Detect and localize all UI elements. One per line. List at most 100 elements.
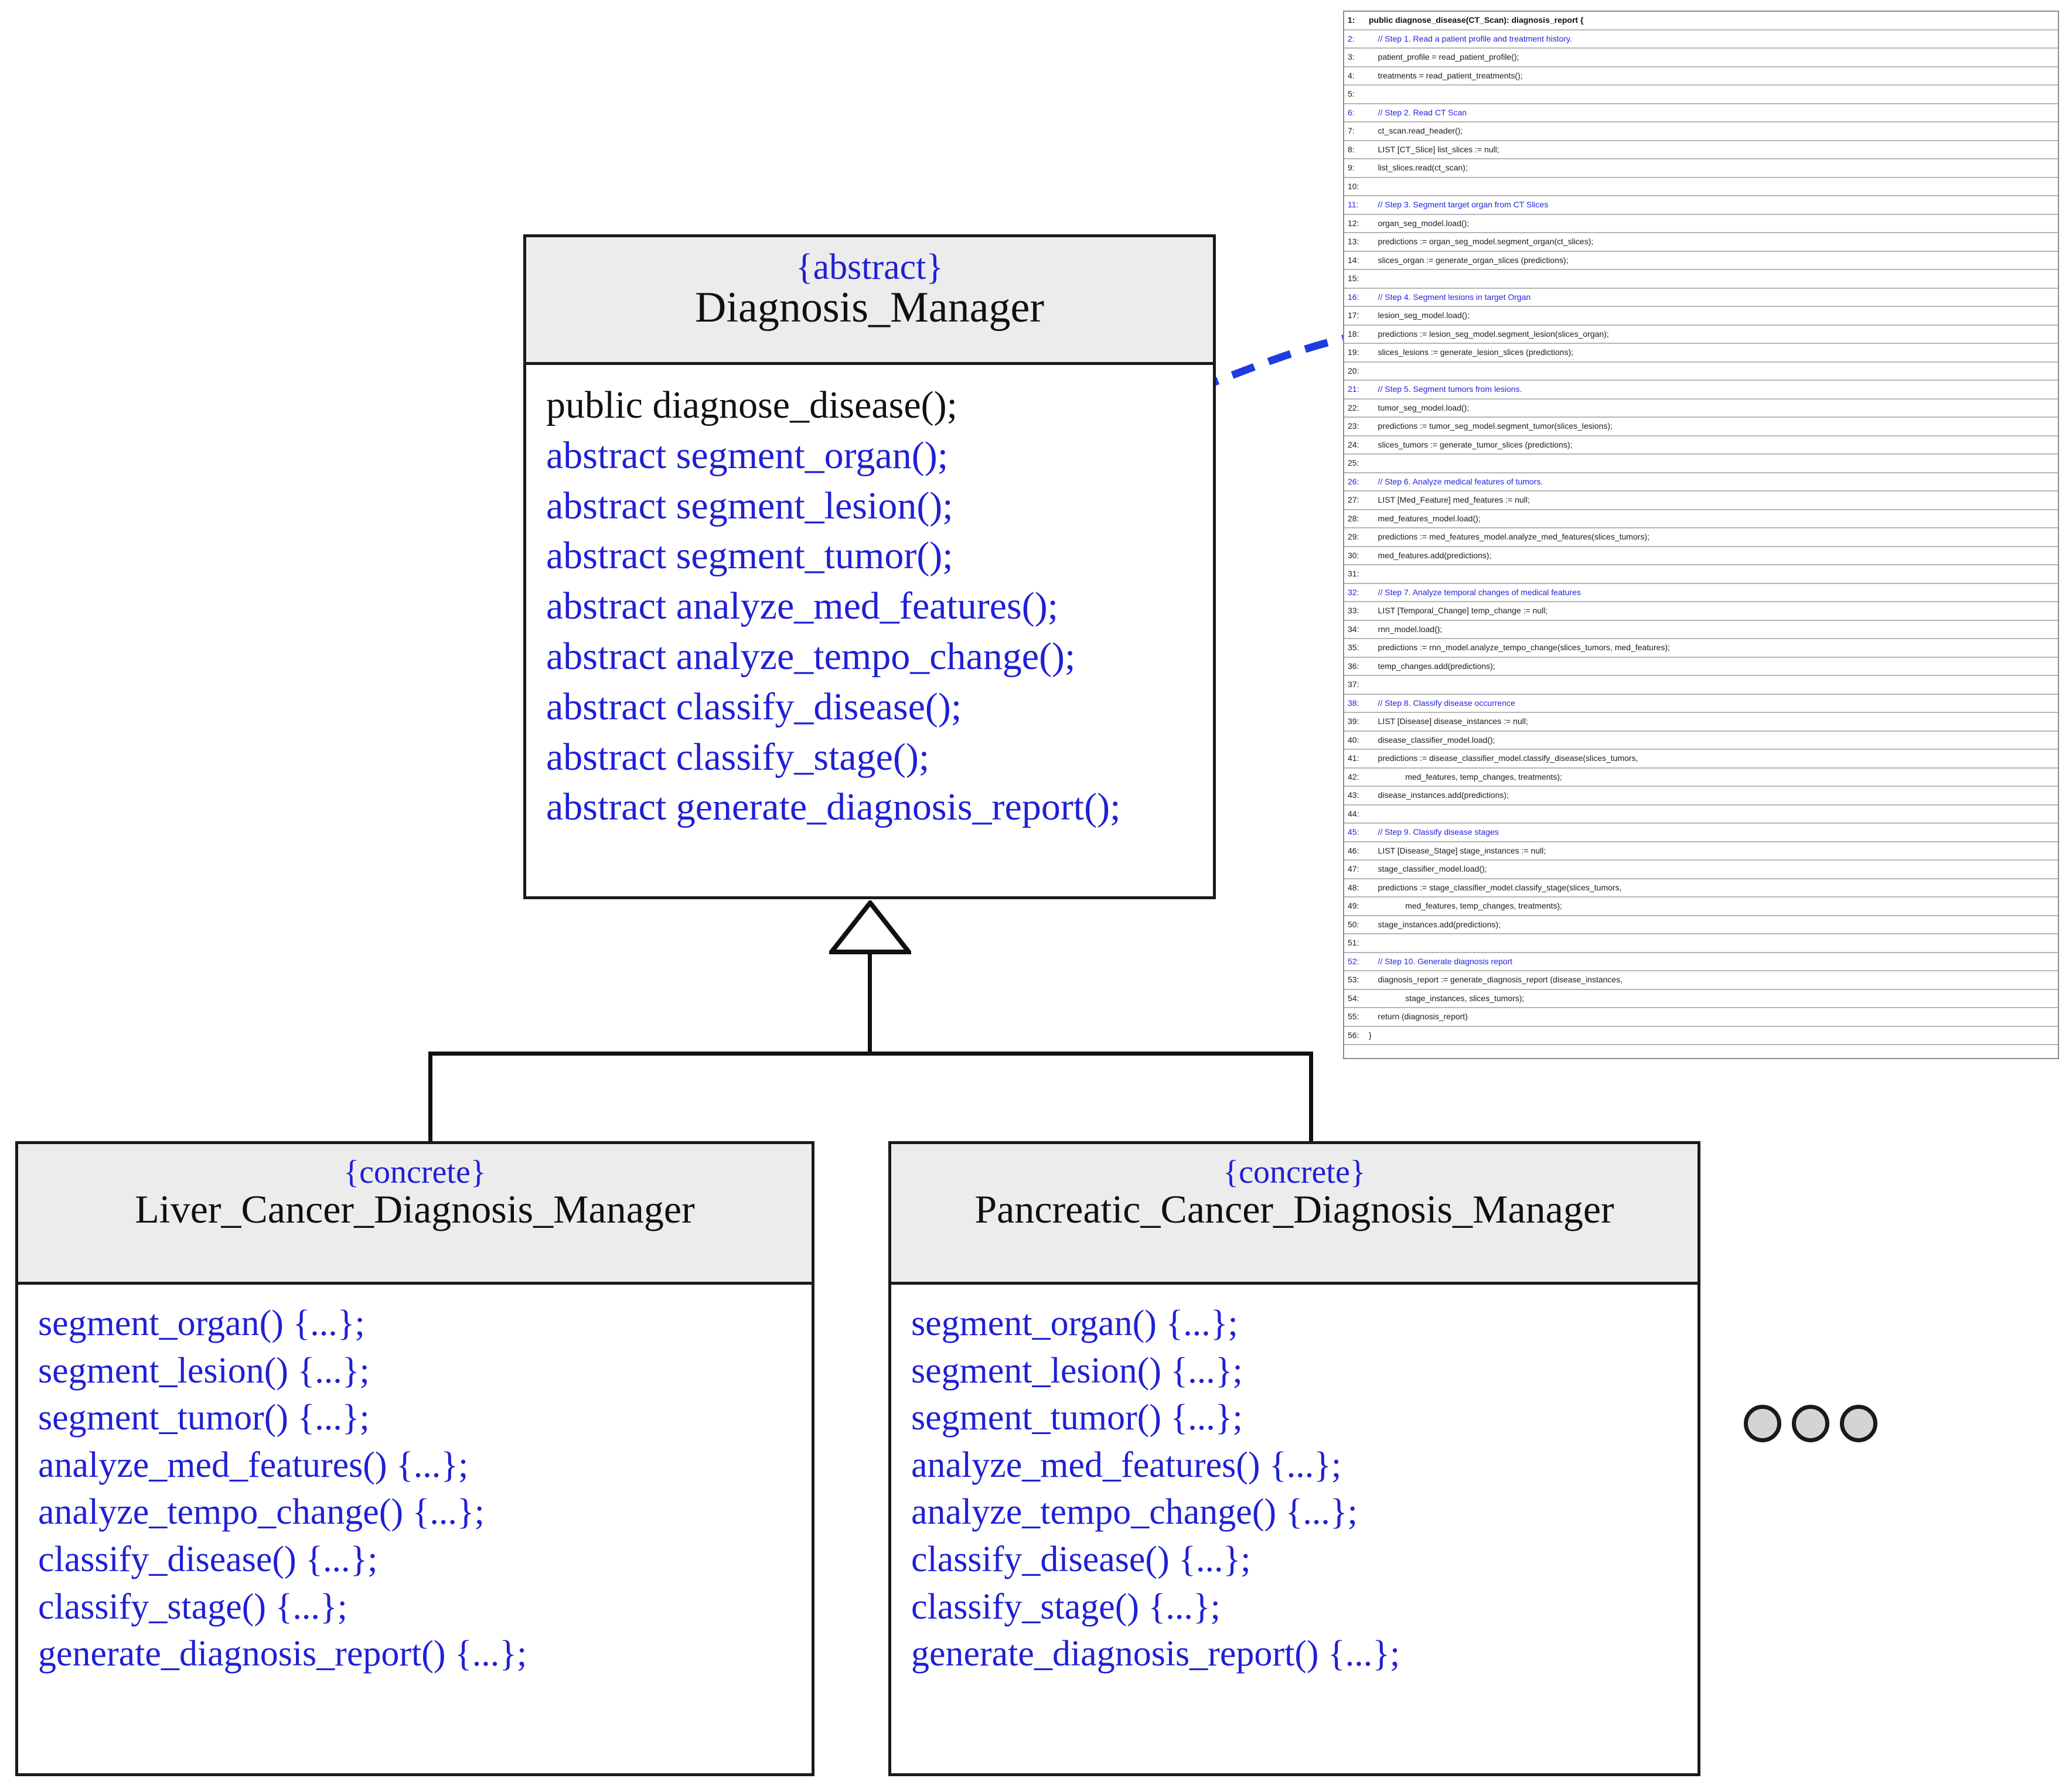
code-line-text: return (diagnosis_report): [1369, 1012, 1468, 1021]
code-line: 13: predictions := organ_seg_model.segme…: [1344, 233, 2058, 252]
code-line: 41: predictions := disease_classifier_mo…: [1344, 750, 2058, 769]
code-line-text: predictions := rnn_model.analyze_tempo_c…: [1369, 643, 1670, 652]
code-line-number: 56:: [1348, 1030, 1359, 1040]
code-line-number: 10:: [1348, 181, 1359, 191]
code-line-number: 41:: [1348, 753, 1359, 763]
code-line: 55: return (diagnosis_report): [1344, 1008, 2058, 1027]
code-line: 34: rnn_model.load();: [1344, 621, 2058, 639]
code-line-text: predictions := tumor_seg_model.segment_t…: [1369, 421, 1613, 431]
code-line-number: 37:: [1348, 680, 1359, 689]
code-line-number: 54:: [1348, 993, 1359, 1003]
code-line-number: 50:: [1348, 919, 1359, 929]
code-line: 26: // Step 6. Analyze medical features …: [1344, 473, 2058, 491]
code-line-text: // Step 7. Analyze temporal changes of m…: [1369, 587, 1581, 597]
code-line: 27: LIST [Med_Feature] med_features := n…: [1344, 491, 2058, 510]
code-line-number: 45:: [1348, 827, 1359, 837]
code-line-number: 42:: [1348, 772, 1359, 781]
code-line: 44:: [1344, 805, 2058, 824]
code-line-number: 13:: [1348, 237, 1359, 246]
code-line-number: 9:: [1348, 163, 1355, 172]
class-header-liver: {concrete} Liver_Cancer_Diagnosis_Manage…: [18, 1144, 812, 1285]
code-line: 7: ct_scan.read_header();: [1344, 122, 2058, 141]
member-classify-disease: classify_disease() {...};: [38, 1539, 378, 1579]
code-line: 22: tumor_seg_model.load();: [1344, 400, 2058, 418]
ellipsis-dot-icon: [1792, 1405, 1829, 1442]
code-line-number: 16:: [1348, 292, 1359, 302]
member-classify-disease: abstract classify_disease();: [546, 685, 962, 728]
code-line-text: // Step 5. Segment tumors from lesions.: [1369, 384, 1522, 394]
member-diagnose-disease: public diagnose_disease();: [546, 384, 957, 426]
code-line: 36: temp_changes.add(predictions);: [1344, 658, 2058, 676]
code-line-text: treatments = read_patient_treatments();: [1369, 70, 1523, 80]
code-line: 31:: [1344, 565, 2058, 584]
code-line-number: 12:: [1348, 218, 1359, 228]
class-box-liver-cancer-diagnosis-manager[interactable]: {concrete} Liver_Cancer_Diagnosis_Manage…: [15, 1141, 814, 1776]
code-line-number: 25:: [1348, 458, 1359, 467]
code-line-number: 20:: [1348, 366, 1359, 376]
pseudocode-panel[interactable]: 1:public diagnose_disease(CT_Scan): diag…: [1343, 11, 2059, 1059]
code-line-number: 44:: [1348, 808, 1359, 818]
code-line-number: 22:: [1348, 402, 1359, 412]
code-line-text: disease_classifier_model.load();: [1369, 735, 1495, 745]
code-line-text: patient_profile = read_patient_profile()…: [1369, 52, 1519, 62]
code-line-text: tumor_seg_model.load();: [1369, 402, 1470, 412]
code-line: 14: slices_organ := generate_organ_slice…: [1344, 252, 2058, 270]
member-generate-diagnosis-report: generate_diagnosis_report() {...};: [38, 1634, 527, 1674]
code-line-text: temp_changes.add(predictions);: [1369, 661, 1495, 671]
code-line-text: predictions := lesion_seg_model.segment_…: [1369, 329, 1609, 339]
code-line: 30: med_features.add(predictions);: [1344, 547, 2058, 565]
class-box-diagnosis-manager[interactable]: {abstract} Diagnosis_Manager public diag…: [523, 234, 1216, 899]
ellipsis-dot-icon: [1744, 1405, 1781, 1442]
code-line-number: 19:: [1348, 347, 1359, 357]
code-line-text: // Step 3. Segment target organ from CT …: [1369, 200, 1549, 209]
code-line: 25:: [1344, 455, 2058, 473]
code-line-number: 14:: [1348, 255, 1359, 265]
code-line-number: 32:: [1348, 587, 1359, 597]
code-line: 20:: [1344, 363, 2058, 381]
class-members-pancreatic: segment_organ() {...}; segment_lesion() …: [891, 1285, 1698, 1693]
code-line: 35: predictions := rnn_model.analyze_tem…: [1344, 639, 2058, 658]
stereotype-concrete-liver: {concrete}: [343, 1154, 486, 1190]
member-analyze-tempo-change: analyze_tempo_change() {...};: [911, 1492, 1358, 1532]
code-line-number: 36:: [1348, 661, 1359, 671]
code-line-number: 46:: [1348, 845, 1359, 855]
code-line-text: predictions := stage_classifier_model.cl…: [1369, 882, 1622, 892]
code-line: 4: treatments = read_patient_treatments(…: [1344, 67, 2058, 86]
member-segment-lesion: segment_lesion() {...};: [911, 1350, 1243, 1391]
code-line-text: diagnosis_report := generate_diagnosis_r…: [1369, 975, 1623, 984]
member-analyze-med-features: analyze_med_features() {...};: [911, 1445, 1342, 1485]
member-segment-organ: segment_organ() {...};: [38, 1303, 365, 1343]
more-subclasses-ellipsis: [1744, 1405, 1877, 1442]
code-line-number: 5:: [1348, 89, 1355, 98]
code-line: 2: // Step 1. Read a patient profile and…: [1344, 30, 2058, 49]
code-line-text: ct_scan.read_header();: [1369, 126, 1463, 135]
code-line: 51:: [1344, 934, 2058, 953]
code-line-number: 23:: [1348, 421, 1359, 431]
code-line-number: 17:: [1348, 310, 1359, 320]
code-line-number: 6:: [1348, 107, 1355, 117]
code-line-number: 27:: [1348, 495, 1359, 504]
code-line-text: // Step 1. Read a patient profile and tr…: [1369, 33, 1572, 43]
code-line: 19: slices_lesions := generate_lesion_sl…: [1344, 344, 2058, 363]
code-line: 1:public diagnose_disease(CT_Scan): diag…: [1344, 12, 2058, 30]
code-line-number: 52:: [1348, 956, 1359, 966]
class-name-pancreatic-cancer-diagnosis-manager: Pancreatic_Cancer_Diagnosis_Manager: [974, 1187, 1614, 1231]
member-segment-tumor: abstract segment_tumor();: [546, 534, 953, 578]
class-header-abstract: {abstract} Diagnosis_Manager: [526, 237, 1213, 365]
code-line-number: 47:: [1348, 864, 1359, 873]
code-line-number: 48:: [1348, 882, 1359, 892]
code-line-text: disease_instances.add(predictions);: [1369, 790, 1509, 800]
class-box-pancreatic-cancer-diagnosis-manager[interactable]: {concrete} Pancreatic_Cancer_Diagnosis_M…: [888, 1141, 1700, 1776]
stereotype-abstract: {abstract}: [795, 247, 944, 287]
code-line-text: stage_classifier_model.load();: [1369, 864, 1487, 873]
code-line-number: 18:: [1348, 329, 1359, 339]
member-segment-organ: segment_organ() {...};: [911, 1303, 1238, 1343]
code-line-text: // Step 9. Classify disease stages: [1369, 827, 1499, 837]
code-line: 56:}: [1344, 1027, 2058, 1045]
code-line-number: 30:: [1348, 550, 1359, 560]
generalization-stem: [868, 950, 872, 1054]
code-line: 8: LIST [CT_Slice] list_slices := null;: [1344, 141, 2058, 159]
member-analyze-med-features: analyze_med_features() {...};: [38, 1445, 469, 1485]
code-line-text: list_slices.read(ct_scan);: [1369, 163, 1468, 172]
code-line-number: 40:: [1348, 735, 1359, 745]
